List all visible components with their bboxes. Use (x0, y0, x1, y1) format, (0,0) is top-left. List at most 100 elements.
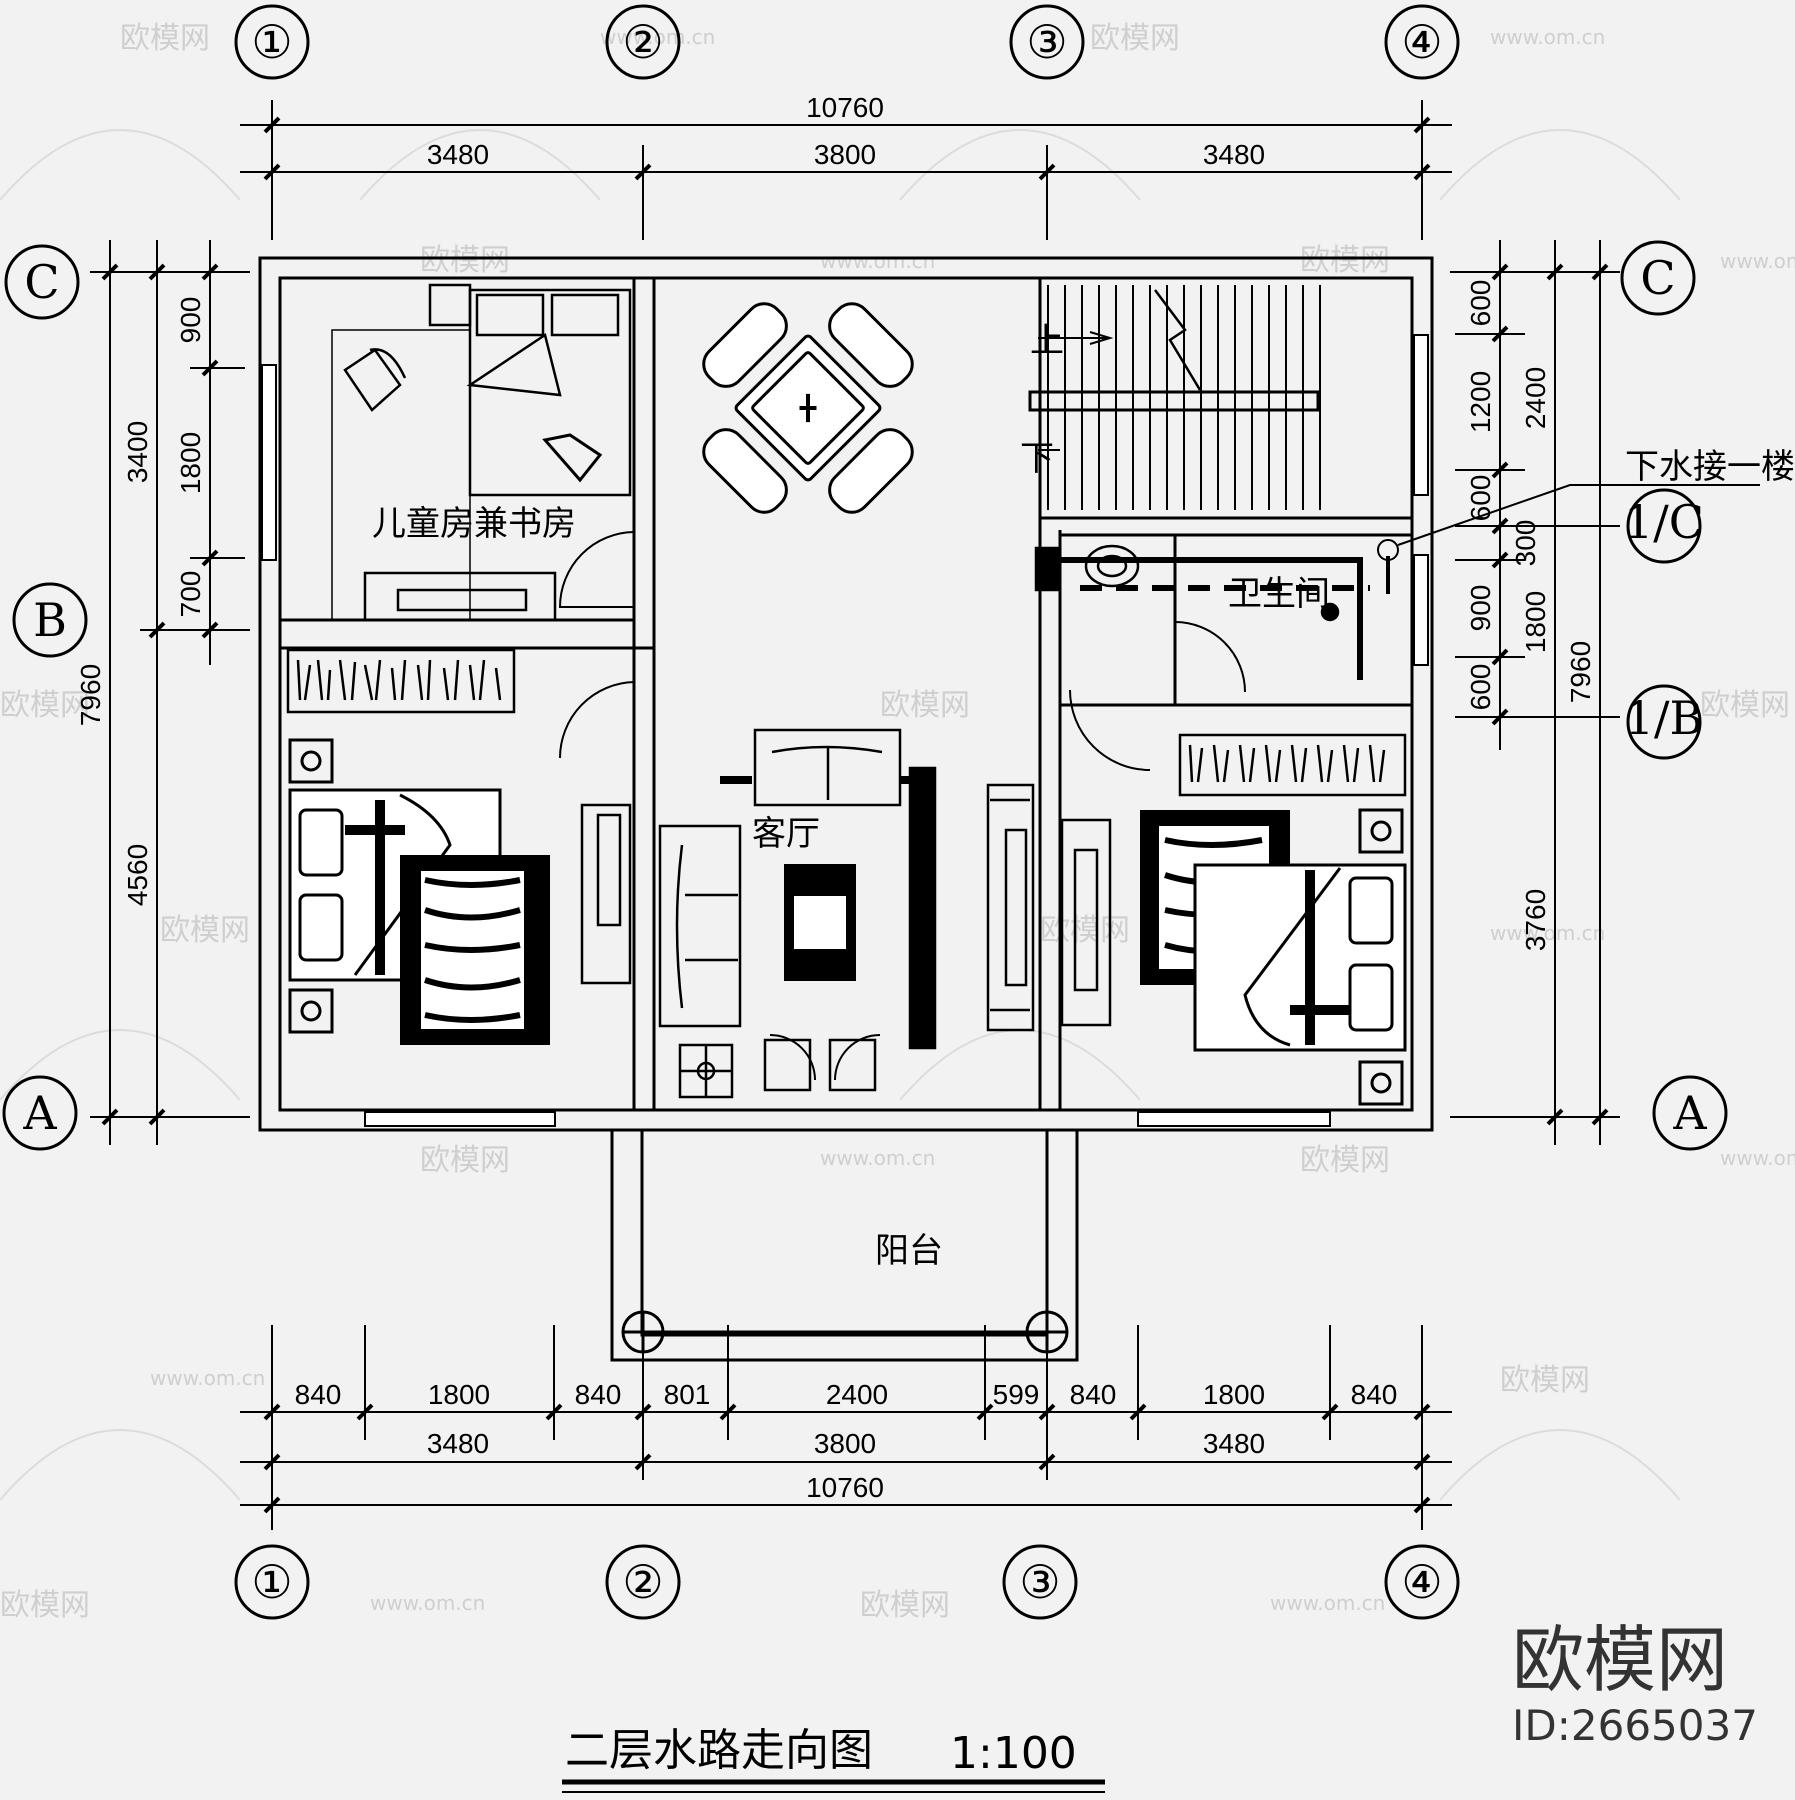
watermark-url: www.om.cn (600, 25, 715, 49)
kids-desk (363, 571, 557, 622)
dim-right-600: 600 (1465, 664, 1496, 711)
window (1137, 1111, 1331, 1127)
wardrobe-left (286, 648, 516, 714)
dim-right-900: 900 (1465, 585, 1496, 632)
grid-label-row1B: 1/B (1625, 691, 1704, 745)
grid-bubble-col4-bottom (1384, 1544, 1460, 1620)
grid-bubble-row1C-right (1626, 488, 1702, 564)
room-label-children-study: 儿童房兼书房 (372, 504, 576, 544)
watermark-url: www.om.cn (820, 1146, 935, 1170)
window (364, 1111, 556, 1127)
brand-logo-text: 欧模网 (1512, 1618, 1728, 1702)
dim-right-lower: 3760 (1520, 889, 1551, 951)
dim-top-bay3: 3480 (1203, 139, 1265, 170)
grid-bubble-rowA-right (1652, 1075, 1728, 1151)
grid-bubble-col3-top (1009, 4, 1085, 80)
grid-label-col3: ③ (1019, 1555, 1060, 1609)
watermark-url: www.om.cn (1270, 1591, 1385, 1615)
rug-left (400, 855, 550, 1045)
dimension-text: 10760 3480 3800 3480 840 1800 840 801 24… (75, 92, 1596, 1503)
room-label-balcony: 阳台 (875, 1231, 943, 1271)
tv-cabinet-right (1060, 818, 1112, 1027)
staircase[interactable] (1028, 285, 1321, 510)
dim-right-upper: 2400 (1520, 367, 1551, 429)
grid-bubble-rowA-left (2, 1075, 78, 1151)
watermark-url: www.om.cn (1490, 921, 1605, 945)
grid-label-col2: ② (622, 15, 663, 69)
grid-label-row1C: 1/C (1624, 495, 1704, 549)
grid-bubble-col2-top (605, 4, 681, 80)
watermark-url: www.om.cn (820, 249, 935, 273)
water-pipe-main (1050, 557, 1363, 680)
watermark-brand: 欧模网 (0, 688, 90, 723)
dim-bottom-bay2: 3800 (814, 1428, 876, 1459)
room-labels: 儿童房兼书房 客厅 卫生间 阳台 (372, 504, 1330, 1271)
dim-bottom-seg: 599 (993, 1379, 1040, 1410)
stair-labels: 上 下 (1020, 321, 1064, 479)
watermark-brand: 欧模网 (160, 913, 250, 948)
dim-left-900: 900 (175, 297, 206, 344)
balcony-columns (621, 1310, 1069, 1354)
watermark-brand: 欧模网 (1040, 913, 1130, 948)
dim-left-1800: 1800 (175, 432, 206, 494)
watermark-url: www.om.cn (1720, 1146, 1795, 1170)
water-pipes (1050, 556, 1390, 680)
dim-bottom-bay1: 3480 (427, 1428, 489, 1459)
grid-bubble-rowB-left (12, 582, 88, 658)
grid-label-col1: ① (251, 1555, 292, 1609)
door-bedroom-left (559, 681, 635, 759)
grid-bubbles (2, 4, 1728, 1620)
watermark-url: www.om.cn (1490, 25, 1605, 49)
dim-right-600: 600 (1465, 475, 1496, 522)
dim-bottom-seg: 840 (1351, 1379, 1398, 1410)
wardrobe-right (1178, 733, 1407, 797)
dim-bottom-seg: 1800 (428, 1379, 490, 1410)
dim-left-total: 7960 (75, 664, 106, 726)
tv-cabinet-living (986, 783, 1035, 1032)
watermark-brand: 欧模网 (1300, 1143, 1390, 1178)
watermark-brand: 欧模网 (880, 688, 970, 723)
dim-right-1800: 1800 (1520, 591, 1551, 653)
grid-label-rowB: B (33, 593, 67, 647)
dim-left-lower: 4560 (122, 844, 153, 906)
grid-label-col1: ① (251, 15, 292, 69)
dim-right-600: 600 (1465, 280, 1496, 327)
watermark-brand: 欧模网 (120, 21, 210, 56)
bed-right (1193, 808, 1407, 1106)
grid-bubble-col4-top (1384, 4, 1460, 80)
dim-right-1200: 1200 (1465, 371, 1496, 433)
dim-bottom-seg: 1800 (1203, 1379, 1265, 1410)
grid-bubble-rowC-left (4, 244, 80, 320)
window (261, 364, 277, 561)
grid-bubble-col3-bottom (1002, 1544, 1078, 1620)
dim-top-bay1: 3480 (427, 139, 489, 170)
watermark-brand: 欧模网 (860, 1588, 950, 1623)
grid-bubble-row1B-right (1626, 684, 1702, 760)
drain-note (1377, 484, 1760, 561)
watermark-brand: 欧模网 (420, 1143, 510, 1178)
grid-label-rowC: C (24, 255, 59, 309)
stair-down-label: 下 (1020, 439, 1054, 479)
stair-up-label: 上 (1030, 321, 1064, 361)
watermark-brand: 欧模网 (1500, 1363, 1590, 1398)
grid-label-col3: ③ (1026, 15, 1067, 69)
door-bathroom (1174, 621, 1246, 693)
dim-bottom-seg: 801 (664, 1379, 711, 1410)
brand-id: ID:2665037 (1512, 1701, 1758, 1750)
dim-bottom-seg: 840 (1070, 1379, 1117, 1410)
watermark-brand: 欧模网 (1300, 243, 1390, 278)
dim-right-total: 7960 (1565, 641, 1596, 703)
dining-set (702, 302, 914, 514)
watermark-brand: 欧模网 (1090, 21, 1180, 56)
dim-bottom-seg: 840 (295, 1379, 342, 1410)
floor-drain (1320, 602, 1340, 622)
grid-labels: ① ② ③ ④ ① ② ③ ④ C B A C 1/C 1/B A (22, 15, 1707, 1609)
dim-bottom-total: 10760 (806, 1472, 884, 1503)
dim-bottom-bay3: 3480 (1203, 1428, 1265, 1459)
grid-label-rowA: A (22, 1086, 57, 1140)
drawing-title-block: 二层水路走向图 1:100 (562, 1725, 1105, 1793)
tv-cabinet-left (580, 803, 632, 985)
brand-watermark: 欧模网 ID:2665037 (1512, 1618, 1758, 1750)
